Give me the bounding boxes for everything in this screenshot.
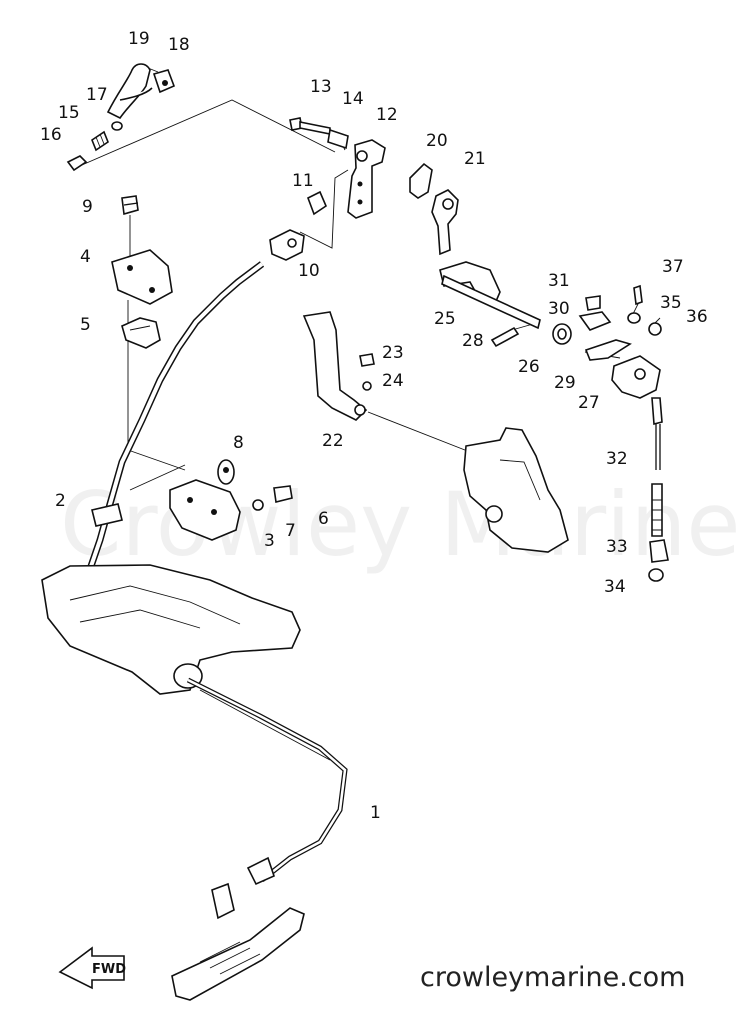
part-36-washer [648,322,662,336]
callout-37: 37 [662,257,684,277]
part-7-washer [252,499,264,511]
part-6-bolt [273,485,293,503]
callout-15: 15 [58,103,80,123]
part-24-washer [362,381,372,391]
callout-30: 30 [548,299,570,319]
callout-36: 36 [686,307,708,327]
part-31-bolt [585,295,601,311]
part-15-spring [91,130,109,152]
callout-12: 12 [376,105,398,125]
callout-28: 28 [462,331,484,351]
part-37-pin [633,284,643,306]
callout-13: 13 [310,77,332,97]
watermark-text: Crowley Marine [60,473,739,576]
part-19-pipe [106,63,153,120]
callout-4: 4 [80,247,91,267]
callout-5: 5 [80,315,91,335]
callout-24: 24 [382,371,404,391]
part-18-clip [152,69,176,94]
callout-6: 6 [318,509,329,529]
part-20-plate [409,162,433,199]
callout-2: 2 [55,491,66,511]
part-11-clip [306,190,327,216]
part-8-lever [217,459,235,485]
part-14-collar [327,128,349,150]
part-2-cable [84,261,265,577]
callout-26: 26 [518,357,540,377]
callout-labels: 1234567891011121314151617181920212223242… [40,29,708,823]
part-5-holder [121,317,161,349]
callout-16: 16 [40,125,62,145]
part-25-shaft [439,261,541,330]
callout-21: 21 [464,149,486,169]
callout-29: 29 [554,373,576,393]
callout-34: 34 [604,577,626,597]
callout-7: 7 [285,521,296,541]
part-35-clip [627,312,641,324]
callout-32: 32 [606,449,628,469]
part-32-rod [651,397,663,537]
callout-10: 10 [298,261,320,281]
part-29-link [584,339,632,361]
part-22-arm [302,311,368,421]
part-16-nipple [66,155,88,172]
part-26-bushing [552,323,572,345]
callout-11: 11 [292,171,314,191]
bottom-cowling [41,564,301,695]
callout-8: 8 [233,433,244,453]
callout-23: 23 [382,343,404,363]
part-21-lever [431,189,459,256]
callout-18: 18 [168,35,190,55]
callout-31: 31 [548,271,570,291]
part-23-screw [359,353,375,367]
part-28-pin [490,326,520,348]
callout-22: 22 [322,431,344,451]
callout-3: 3 [264,531,275,551]
callout-27: 27 [578,393,600,413]
callout-25: 25 [434,309,456,329]
part-4-cover [111,249,173,305]
part-27-lever [611,355,661,399]
part-9-screw [121,195,139,216]
part-34-nut [648,568,664,582]
part-3-bracket [169,479,241,541]
part-30-plate [578,311,612,331]
callout-19: 19 [128,29,150,49]
callout-1: 1 [370,803,381,823]
tiller-handle [171,907,305,1001]
part-33-joint [649,539,669,563]
callout-35: 35 [660,293,682,313]
callout-14: 14 [342,89,364,109]
callout-33: 33 [606,537,628,557]
part-12-bracket [347,139,386,219]
part-1-cable [186,677,348,920]
part-10-joint [269,229,305,261]
callout-9: 9 [82,197,93,217]
part-17-fitting [111,121,123,131]
gear-housing [463,427,569,553]
callout-17: 17 [86,85,108,105]
fwd-direction-arrow: FWD [58,946,126,990]
callout-20: 20 [426,131,448,151]
fwd-label: FWD [92,962,126,977]
part-13-bolt [289,117,331,135]
footer-url: crowleymarine.com [420,962,685,993]
